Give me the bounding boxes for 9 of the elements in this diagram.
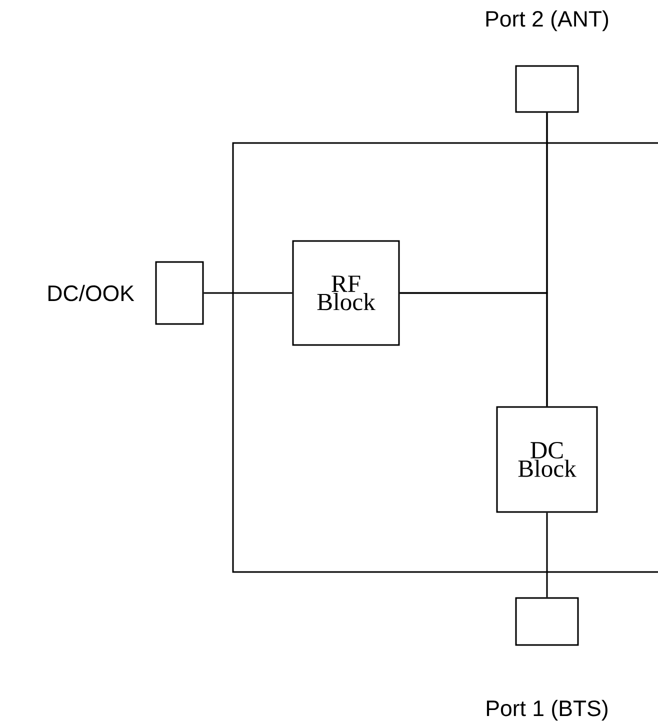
frame-box [232,142,658,573]
port-label: Port 1 (BTS) [486,700,608,721]
port-label: Port 2 (ANT) [486,10,608,32]
connector-line [204,292,292,294]
connector-line [400,292,548,406]
port-label: DC/OOK [48,284,134,302]
block-box: RF Block [292,240,400,346]
block-box: DC Block [496,406,598,513]
connector-line [546,512,548,598]
